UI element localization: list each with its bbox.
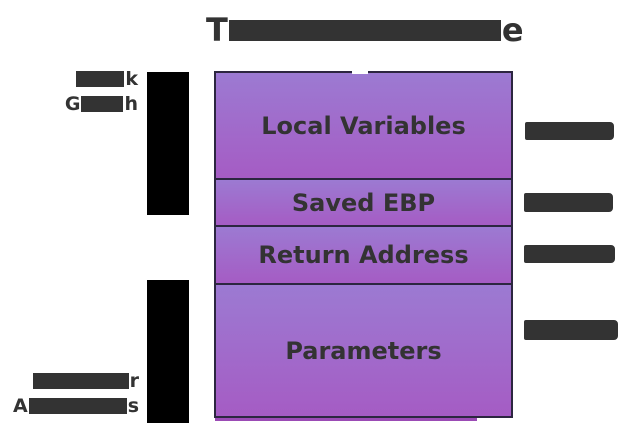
diagram-title: T e xyxy=(206,14,524,46)
stack-growth-line2-suffix: h xyxy=(124,92,138,115)
stack-growth-arrow-redacted xyxy=(147,72,189,215)
frame-saved-ebp-label: Saved EBP xyxy=(291,188,436,217)
title-redaction-bar xyxy=(228,20,501,41)
higher-addresses-arrow-redacted xyxy=(147,280,189,423)
stack-growth-line1-suffix: k xyxy=(125,67,138,90)
stack-growth-line2-redaction xyxy=(81,95,124,112)
frame-parameters-label: Parameters xyxy=(285,336,442,365)
higher-addresses-line2-prefix: A xyxy=(12,394,28,417)
frame-saved-ebp: Saved EBP xyxy=(216,178,511,225)
stack-growth-line2-prefix: G xyxy=(64,92,81,115)
address-label-1-redacted xyxy=(525,122,614,140)
title-visible-suffix: e xyxy=(501,11,524,49)
title-visible-prefix: T xyxy=(206,11,228,49)
top-border-gap xyxy=(352,69,368,74)
higher-addresses-label: r A s xyxy=(2,368,139,418)
higher-addresses-line1: r xyxy=(2,368,139,393)
higher-addresses-line1-suffix: r xyxy=(129,369,139,392)
higher-addresses-line2: A s xyxy=(2,393,139,418)
address-label-4-redacted xyxy=(524,320,618,340)
stack-growth-label: k G h xyxy=(20,66,138,116)
stack-box: Local Variables Saved EBP Return Address… xyxy=(214,71,513,418)
higher-addresses-line2-redaction xyxy=(28,397,127,414)
bottom-purple-strip xyxy=(215,418,477,421)
higher-addresses-line2-suffix: s xyxy=(127,394,139,417)
address-label-3-redacted xyxy=(524,245,615,263)
frame-parameters: Parameters xyxy=(216,283,511,416)
stack-growth-line1: k xyxy=(20,66,138,91)
address-label-2-redacted xyxy=(524,193,613,212)
frame-return-address-label: Return Address xyxy=(258,241,469,269)
frame-local-variables-label: Local Variables xyxy=(261,111,466,140)
higher-addresses-line1-redaction xyxy=(32,372,129,389)
frame-return-address: Return Address xyxy=(216,225,511,283)
stack-growth-line1-redaction xyxy=(76,70,125,87)
frame-local-variables: Local Variables xyxy=(216,73,511,178)
stack-growth-line2: G h xyxy=(20,91,138,116)
